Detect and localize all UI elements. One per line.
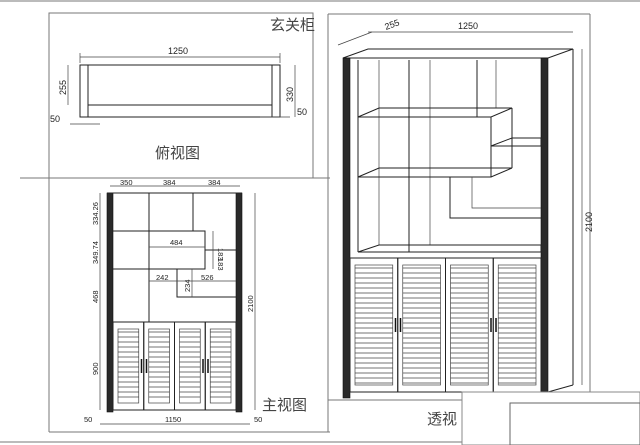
front-dim-lower-h: 234	[183, 279, 192, 292]
door-panel	[402, 264, 441, 386]
top-view-caption: 俯视图	[155, 144, 200, 162]
cabinet-door	[204, 321, 237, 411]
front-dim-row3: 468	[91, 290, 100, 303]
door-panel	[497, 264, 537, 386]
door-panel	[179, 328, 201, 404]
persp-dim-width: 1250	[458, 21, 478, 31]
persp-dim-depth: 255	[383, 17, 401, 32]
cabinet-door	[445, 257, 494, 393]
front-dim-bottom-right: 50	[254, 415, 262, 424]
front-dim-col3: 384	[208, 178, 221, 187]
front-dim-box-width: 484	[170, 238, 183, 247]
drawing-title: 玄关柜	[270, 16, 315, 34]
cabinet-door	[349, 257, 399, 393]
perspective-view: 255 1250 2100 透视	[337, 17, 594, 428]
front-dim-row1: 334.26	[91, 202, 100, 225]
door-frame	[204, 321, 237, 411]
door-panel	[148, 328, 170, 404]
front-dim-box-h1: 183	[216, 248, 225, 261]
door-panel	[450, 264, 489, 386]
persp-dim-height: 2100	[584, 212, 594, 232]
cabinet-door	[143, 321, 175, 411]
door-handle-icon	[140, 359, 143, 373]
perspective-doors	[349, 257, 542, 393]
top-dim-right-offset: 50	[297, 107, 307, 117]
front-dim-lower-left: 242	[156, 273, 169, 282]
overlay-panel	[461, 391, 640, 445]
top-dim-depth-inner: 255	[58, 80, 68, 95]
cabinet-door	[492, 257, 542, 393]
top-dim-left-offset: 50	[50, 114, 60, 124]
door-handle-icon	[399, 318, 402, 332]
front-dim-bottom-left: 50	[84, 415, 92, 424]
door-panel	[354, 264, 394, 386]
front-dim-row2: 349.74	[91, 241, 100, 264]
door-handle-icon	[495, 318, 497, 332]
front-dim-box-h2: 183	[216, 258, 225, 271]
cabinet-door	[174, 321, 206, 411]
front-dim-col1: 350	[120, 178, 133, 187]
front-dim-col2: 384	[163, 178, 176, 187]
door-handle-icon	[490, 318, 492, 332]
top-dim-width: 1250	[168, 46, 188, 56]
door-panel	[117, 328, 140, 404]
door-handle-icon	[207, 359, 209, 373]
front-dim-lower-right: 526	[201, 273, 214, 282]
front-doors	[112, 321, 237, 411]
cabinet-door	[112, 321, 145, 411]
front-view-caption: 主视图	[262, 396, 307, 414]
perspective-view-caption: 透视	[427, 410, 457, 428]
door-handle-icon	[202, 359, 204, 373]
door-panel	[209, 328, 232, 404]
front-dim-height: 2100	[246, 295, 255, 312]
door-handle-icon	[145, 359, 148, 373]
top-view: 1250 255 330 50 50 俯视图	[50, 46, 307, 162]
top-dim-depth-outer: 330	[285, 87, 295, 102]
front-dim-doors: 900	[91, 362, 100, 375]
front-dim-bottom-width: 1150	[165, 415, 181, 424]
front-view: 350 384 384 334.26 349.74 468 900 2100 4…	[84, 178, 307, 425]
door-handle-icon	[394, 318, 397, 332]
cabinet-door	[397, 257, 446, 393]
